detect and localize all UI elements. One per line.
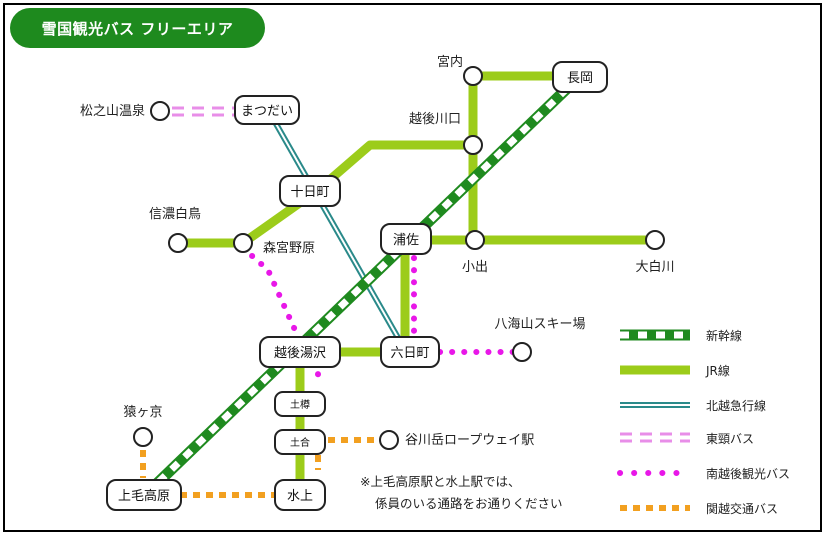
station-nagaoka-box [552,61,608,93]
shinkansen-line [141,72,584,499]
station-tsumagoi-marker [133,427,153,447]
kanetsu-bus-line [140,437,380,498]
station-tokamachi-box [279,175,341,207]
note-line-1: ※上毛高原駅と水上駅では、 [360,474,520,489]
station-shinano-label: 信濃白鳥 [149,206,201,222]
station-doai-upper-label: 土樽 [290,398,310,411]
legend-jr-label: JR線 [705,363,730,378]
station-doai-upper-box [274,391,326,417]
station-minakami-box [274,479,326,511]
station-hakkaisan-marker [512,342,532,362]
station-tsumagoi-label: 猿ヶ京 [123,405,162,420]
station-jomokogen-label: 上毛高原 [118,488,170,504]
station-matsudai-box [234,95,300,125]
station-oide-label: 小出 [462,260,488,275]
station-yuzawa-label: 越後湯沢 [274,346,326,361]
station-oshirakawa-label: 大白川 [635,259,674,275]
legend-hokuetsu-label: 北越急行線 [706,398,766,413]
station-urasa-box [380,223,432,255]
station-matsunoyama-label: 松之山温泉 [80,103,145,119]
station-doai-label: 土合 [290,436,310,449]
station-oshirakawa-marker [645,230,665,250]
station-miyauchi-marker [463,66,483,86]
legend-kanetsu-label: 関越交通バス [706,501,778,516]
legend-nanetsu-label: 南越後観光バス [706,466,790,481]
hokuetsu-line [264,106,408,352]
station-nagaoka-label: 長岡 [567,71,593,86]
station-morimiya-label: 森宮野原 [263,240,315,256]
station-jomokogen-box [106,479,182,511]
legend: 新幹線 JR線 北越急行線 東頸バス 南越後観光バス 関越交通バス [617,328,790,516]
station-doai-box [274,429,326,455]
station-miyauchi-label: 宮内 [437,54,463,70]
station-urasa-label: 浦佐 [393,233,419,248]
note-line-2: 係員のいる通路をお通りください [375,496,563,511]
legend-shinkansen-label: 新幹線 [706,328,742,343]
legend-tokubi-label: 東頸バス [706,432,754,446]
station-morimiya-marker [233,233,253,253]
station-matsudai-label: まつだい [241,104,293,119]
station-yuzawa-box [259,336,341,368]
major-stations [106,61,608,511]
station-kawaguchi-label: 越後川口 [409,112,461,127]
station-oide-marker [465,230,485,250]
station-muika-label: 六日町 [390,346,429,361]
station-kawaguchi-marker [463,135,483,155]
tokubi-bus-line [172,106,238,117]
map-title: 雪国観光バス フリーエリア [10,8,265,48]
station-shinano-marker [168,233,188,253]
station-muika-box [380,336,440,368]
station-hakkaisan-label: 八海山スキー場 [494,317,585,332]
jr-line-kawaguchi-tokamachi [313,140,478,195]
station-minakami-label: 水上 [287,489,313,504]
station-matsunoyama-marker [150,101,170,121]
station-tanigawa-marker [379,430,399,450]
circle-stations [133,66,665,450]
jr-lines [173,71,660,500]
station-tanigawa-label: 谷川岳ロープウェイ駅 [405,433,534,448]
station-tokamachi-label: 十日町 [290,185,329,200]
